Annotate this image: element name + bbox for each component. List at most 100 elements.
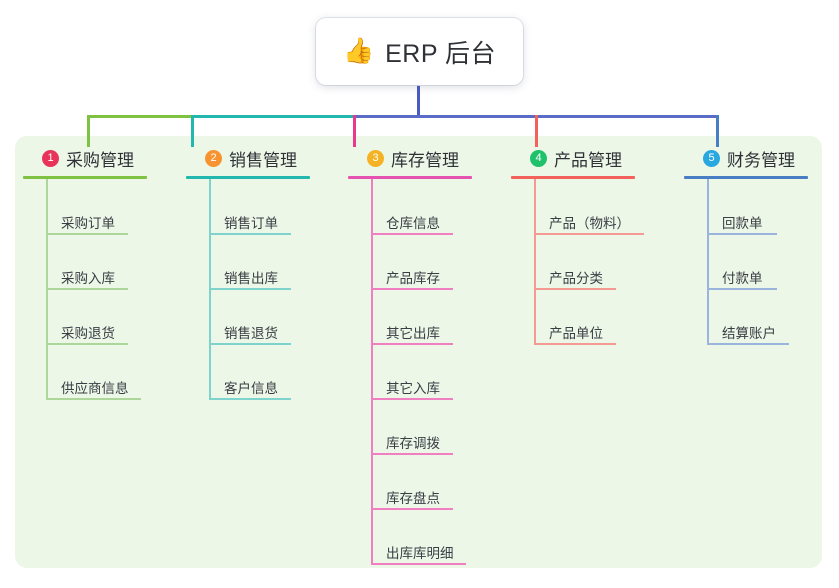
leaf-underline: [371, 233, 453, 235]
leaf-item[interactable]: 采购入库: [23, 234, 147, 290]
leaf-item[interactable]: 产品单位: [511, 289, 635, 345]
leaf-underline: [534, 343, 616, 345]
leaf-underline: [46, 398, 141, 400]
leaf-item[interactable]: 客户信息: [186, 344, 310, 400]
leaf-item[interactable]: 库存调拨: [348, 399, 472, 455]
leaf-item[interactable]: 产品库存: [348, 234, 472, 290]
thumbs-up-icon: 👍: [342, 37, 375, 65]
branch-underline: [684, 176, 808, 179]
leaf-underline: [707, 343, 789, 345]
leaf-underline: [209, 343, 291, 345]
leaf-label: 销售订单: [224, 216, 278, 231]
branch-number-badge: 4: [530, 149, 547, 167]
leaf-item[interactable]: 销售订单: [186, 179, 310, 235]
branch-spine: [371, 179, 373, 564]
branch-header[interactable]: 5 财务管理: [684, 145, 808, 171]
leaf-label: 供应商信息: [61, 381, 129, 396]
leaf-underline: [46, 233, 128, 235]
leaf-underline: [371, 563, 466, 565]
leaf-label: 采购入库: [61, 271, 115, 286]
leaf-underline: [534, 288, 616, 290]
leaf-item[interactable]: 销售出库: [186, 234, 310, 290]
branch-number-badge: 5: [703, 149, 720, 167]
leaf-underline: [371, 453, 453, 455]
branch-number-badge: 3: [367, 149, 384, 167]
leaf-item[interactable]: 回款单: [684, 179, 808, 235]
leaf-item[interactable]: 出库库明细: [348, 509, 472, 565]
leaf-list: 回款单付款单结算账户: [684, 179, 808, 345]
leaf-label: 销售出库: [224, 271, 278, 286]
leaf-label: 产品分类: [549, 271, 603, 286]
leaf-underline: [707, 233, 777, 235]
leaf-underline: [371, 508, 453, 510]
branch-underline: [348, 176, 472, 179]
branches-background-panel: [15, 136, 822, 568]
leaf-item[interactable]: 付款单: [684, 234, 808, 290]
branch-title: 产品管理: [554, 150, 622, 170]
leaf-underline: [209, 288, 291, 290]
branch-underline: [186, 176, 310, 179]
leaf-item[interactable]: 其它入库: [348, 344, 472, 400]
leaf-underline: [371, 343, 453, 345]
branch-spine: [707, 179, 709, 344]
leaf-label: 其它出库: [386, 326, 440, 341]
leaf-label: 付款单: [722, 271, 763, 286]
leaf-item[interactable]: 产品（物料）: [511, 179, 644, 235]
leaf-label: 出库库明细: [386, 546, 454, 561]
drop-purchase: [87, 115, 90, 147]
leaf-underline: [46, 288, 128, 290]
leaf-underline: [371, 288, 453, 290]
leaf-item[interactable]: 销售退货: [186, 289, 310, 345]
leaf-item[interactable]: 采购退货: [23, 289, 147, 345]
branch-number-badge: 1: [42, 149, 59, 167]
branch-title: 采购管理: [66, 150, 134, 170]
branch-underline: [23, 176, 147, 179]
leaf-item[interactable]: 库存盘点: [348, 454, 472, 510]
leaf-item[interactable]: 结算账户: [684, 289, 808, 345]
branch-spine: [534, 179, 536, 344]
leaf-item[interactable]: 其它出库: [348, 289, 472, 345]
leaf-underline: [209, 233, 291, 235]
branch-财务管理: 5 财务管理回款单付款单结算账户: [684, 145, 808, 345]
leaf-list: 采购订单采购入库采购退货供应商信息: [23, 179, 147, 400]
leaf-label: 产品库存: [386, 271, 440, 286]
leaf-label: 客户信息: [224, 381, 278, 396]
drop-inventory: [353, 115, 356, 147]
leaf-item[interactable]: 采购订单: [23, 179, 147, 235]
branch-header[interactable]: 4 产品管理: [511, 145, 635, 171]
leaf-item[interactable]: 供应商信息: [23, 344, 147, 400]
branch-产品管理: 4 产品管理产品（物料） 产品分类产品单位: [511, 145, 644, 345]
leaf-label: 仓库信息: [386, 216, 440, 231]
drop-finance: [716, 115, 719, 147]
leaf-list: 产品（物料） 产品分类产品单位: [511, 179, 644, 345]
branch-number-badge: 2: [205, 149, 222, 167]
leaf-label: 库存盘点: [386, 491, 440, 506]
leaf-underline: [534, 233, 644, 235]
bus-green: [88, 115, 192, 118]
drop-product: [535, 115, 538, 147]
branch-header[interactable]: 1 采购管理: [23, 145, 147, 171]
leaf-label: 产品（物料）: [549, 216, 630, 231]
leaf-item[interactable]: 仓库信息: [348, 179, 472, 235]
branch-title: 财务管理: [727, 150, 795, 170]
root-stem: [417, 85, 420, 117]
leaf-label: 产品单位: [549, 326, 603, 341]
root-node-title: ERP 后台: [385, 39, 497, 68]
branch-采购管理: 1 采购管理采购订单采购入库采购退货供应商信息: [23, 145, 147, 400]
leaf-underline: [371, 398, 453, 400]
leaf-label: 库存调拨: [386, 436, 440, 451]
leaf-item[interactable]: 产品分类: [511, 234, 635, 290]
drop-sales: [191, 115, 194, 147]
root-node[interactable]: 👍 ERP 后台: [316, 18, 523, 85]
leaf-label: 销售退货: [224, 326, 278, 341]
branch-underline: [511, 176, 635, 179]
bus-teal: [192, 115, 354, 118]
leaf-label: 结算账户: [722, 326, 776, 341]
leaf-underline: [209, 398, 291, 400]
leaf-label: 回款单: [722, 216, 763, 231]
